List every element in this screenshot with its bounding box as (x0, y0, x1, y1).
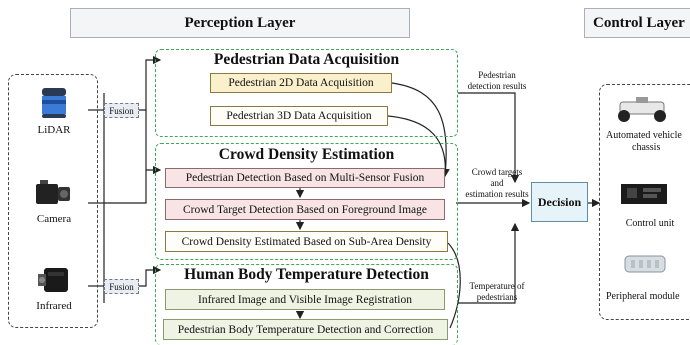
peripheral-module-label: Peripheral module (606, 291, 680, 302)
temperature-to-decision-arrow (458, 222, 520, 304)
crowd-density-estimation-section (155, 143, 458, 260)
fusion-tag-top: Fusion (104, 103, 139, 118)
sensor-panel (8, 74, 98, 328)
multi-sensor-detection-box: Pedestrian Detection Based on Multi-Sens… (165, 168, 445, 188)
camera-to-density-line (104, 170, 147, 204)
infrared-label: Infrared (36, 300, 72, 312)
fusion-tag-bottom: Fusion (104, 279, 139, 294)
temperature-label: Temperature of pedestrians (455, 281, 539, 303)
vehicle-chassis-label-line2: chassis (632, 142, 661, 153)
foreground-target-detection-box: Crowd Target Detection Based on Foregrou… (165, 199, 445, 220)
infrared-camera-icon (36, 264, 72, 296)
camera-label: Camera (36, 213, 72, 225)
temperature-detection-title: Human Body Temperature Detection (184, 266, 429, 283)
sub-area-density-box: Crowd Density Estimated Based on Sub-Are… (165, 231, 448, 252)
fusion-to-temperature-arrow (139, 265, 162, 287)
crowd-results-line2: and (490, 178, 504, 188)
fusion-to-acquisition-arrow (139, 55, 162, 111)
control-panel (599, 84, 690, 320)
control-layer-title: Control Layer (584, 8, 690, 38)
3d-data-acquisition-box: Pedestrian 3D Data Acquisition (210, 106, 388, 126)
crowd-results-line3: estimation results (465, 189, 529, 199)
crowd-results-label: Crowd targets and estimation results (455, 167, 539, 200)
2d-to-detection-curve (391, 82, 450, 178)
image-registration-box: Infrared Image and Visible Image Registr… (165, 289, 445, 310)
decision-box: Decision (531, 182, 588, 222)
vehicle-chassis-label: Automated vehicle chassis (604, 130, 690, 154)
control-unit-icon (619, 180, 669, 208)
temperature-correction-box: Pedestrian Body Temperature Detection an… (163, 319, 448, 340)
pedestrian-data-acquisition-title: Pedestrian Data Acquisition (213, 51, 400, 68)
pedestrian-results-line1: Pedestrian (478, 70, 516, 80)
perception-layer-title: Perception Layer (70, 8, 410, 38)
camera-icon (34, 178, 74, 210)
control-unit-label: Control unit (625, 218, 675, 229)
pedestrian-results-line2: detection results (467, 81, 527, 91)
vehicle-chassis-icon (612, 94, 672, 124)
lidar-label: LiDAR (37, 124, 71, 136)
temperature-line1: Temperature of (469, 281, 525, 291)
crowd-density-estimation-title: Crowd Density Estimation (218, 146, 395, 163)
2d-data-acquisition-box: Pedestrian 2D Data Acquisition (210, 73, 392, 93)
lidar-icon (38, 86, 70, 120)
results-to-decision-arrow (458, 92, 520, 184)
3d-to-detection-curve (387, 115, 446, 177)
pedestrian-data-acquisition-section (155, 49, 458, 137)
peripheral-module-icon (621, 246, 669, 278)
temperature-detection-section (155, 264, 458, 345)
crowd-results-line1: Crowd targets (471, 167, 523, 177)
density-to-temperature-curve (447, 242, 461, 329)
temperature-line2: pedestrians (476, 292, 518, 302)
vehicle-chassis-label-line1: Automated vehicle (606, 130, 682, 141)
pedestrian-results-label: Pedestrian detection results (455, 70, 539, 92)
